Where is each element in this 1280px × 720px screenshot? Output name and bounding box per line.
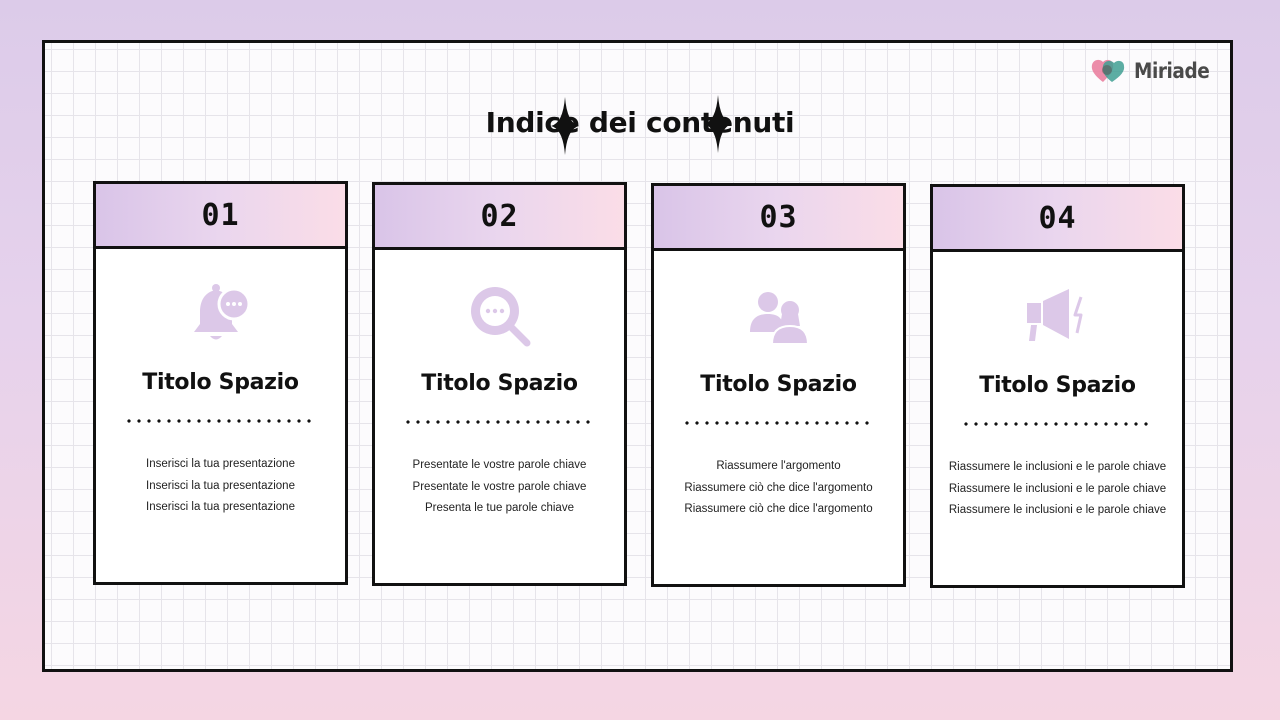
card-text-line: Presentate le vostre parole chiave xyxy=(412,459,587,471)
dotted-divider xyxy=(682,421,875,425)
card-header: 02 xyxy=(375,185,624,250)
card-title: Titolo Spazio xyxy=(122,370,319,402)
heart-logo-icon xyxy=(1091,59,1125,82)
dotted-divider xyxy=(961,422,1154,426)
search-chat-icon xyxy=(470,287,530,347)
brand-name: Miriade xyxy=(1134,59,1210,83)
card-text-line: Riassumere le inclusioni e le parole chi… xyxy=(948,461,1167,473)
card-title: Titolo Spazio xyxy=(680,372,877,404)
card-text-line: Inserisci la tua presentazione xyxy=(146,501,295,513)
card-text-line: Riassumere le inclusioni e le parole chi… xyxy=(948,482,1167,495)
card-number: 01 xyxy=(201,197,240,233)
dotted-divider xyxy=(124,419,317,423)
card-text: Riassumere le inclusioni e le parole chi… xyxy=(933,457,1182,522)
card-text-line: Riassumere le inclusioni e le parole chi… xyxy=(948,504,1167,516)
card-text: Riassumere l'argomento Riassumere ciò ch… xyxy=(654,456,903,521)
content-card-2: 02 Titolo Spazio Presentate le vostre pa… xyxy=(372,182,627,586)
content-card-3: 03 Titolo Spazio Riassumere l'argomento … xyxy=(651,183,906,587)
card-text-line: Inserisci la tua presentazione xyxy=(146,458,295,470)
card-text: Inserisci la tua presentazione Inserisci… xyxy=(96,454,345,519)
card-title: Titolo Spazio xyxy=(401,371,598,403)
card-number: 02 xyxy=(480,198,519,234)
card-header: 03 xyxy=(654,186,903,251)
card-text-line: Presenta le tue parole chiave xyxy=(425,502,574,514)
sparkle-icon xyxy=(551,97,579,155)
dotted-divider xyxy=(403,420,596,424)
content-card-1: 01 Titolo Spazio Inserisci la tua presen… xyxy=(93,181,348,585)
card-number: 03 xyxy=(759,199,798,235)
card-title: Titolo Spazio xyxy=(959,373,1156,405)
card-text-line: Riassumere l'argomento xyxy=(716,460,841,472)
bell-chat-icon xyxy=(193,284,250,340)
card-text-line: Inserisci la tua presentazione xyxy=(146,479,295,492)
card-text-line: Presentate le vostre parole chiave xyxy=(412,480,587,493)
card-header: 04 xyxy=(933,187,1182,252)
users-icon xyxy=(749,292,809,345)
card-number: 04 xyxy=(1038,200,1077,236)
megaphone-icon xyxy=(1026,289,1082,341)
card-text-line: Riassumere ciò che dice l'argomento xyxy=(684,503,873,515)
sparkle-icon xyxy=(704,95,732,153)
card-header: 01 xyxy=(96,184,345,249)
content-card-4: 04 Titolo Spazio Riassumere le inclusion… xyxy=(930,184,1185,588)
card-text-line: Riassumere ciò che dice l'argomento xyxy=(684,481,873,494)
page-title: Indice dei contenuti xyxy=(485,106,795,139)
card-text: Presentate le vostre parole chiave Prese… xyxy=(375,455,624,520)
brand-logo: Miriade xyxy=(1090,56,1220,86)
